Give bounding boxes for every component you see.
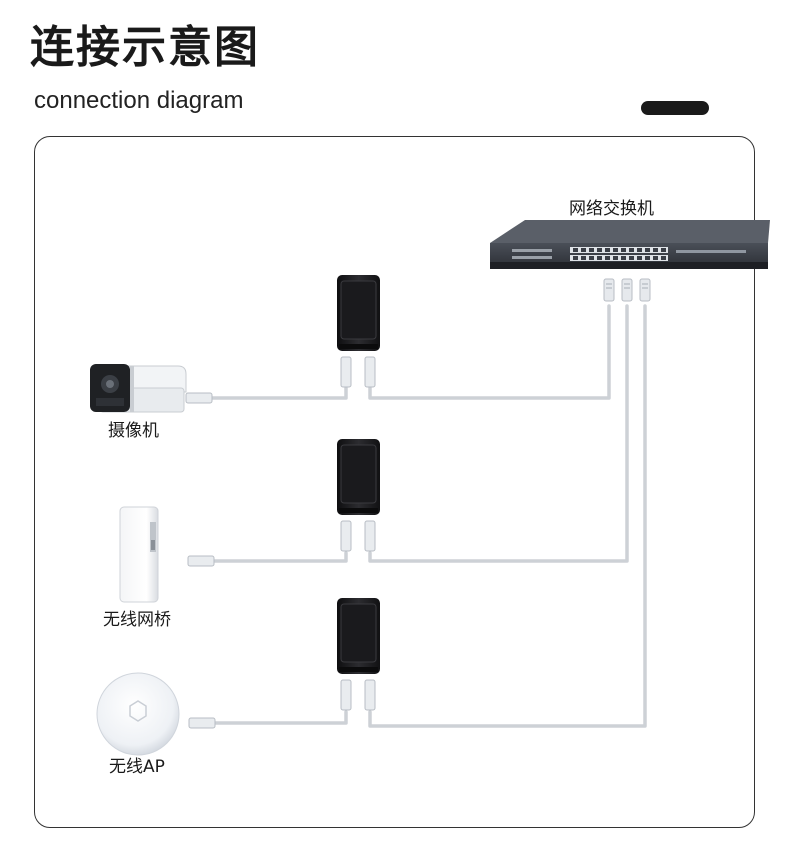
cables	[210, 304, 647, 728]
cable-bridge-injector	[212, 551, 348, 563]
poe-injector-2	[337, 439, 380, 552]
camera-label: 摄像机	[108, 421, 159, 441]
network-switch	[490, 220, 770, 302]
poe-injector-1	[337, 275, 380, 388]
wireless-bridge-icon	[119, 506, 159, 603]
diagram-frame	[34, 136, 755, 828]
device-plugs	[185, 392, 216, 729]
page-title: 连接示意图	[30, 22, 260, 73]
switch-ports	[570, 247, 668, 261]
page-subtitle: connection diagram	[34, 87, 244, 114]
camera-icon	[90, 364, 187, 413]
wireless-ap-icon	[96, 672, 180, 756]
decorative-pill	[641, 101, 709, 115]
cable-injector1-switch	[368, 304, 611, 400]
cable-camera-injector	[210, 386, 348, 400]
switch-plugs	[603, 278, 651, 302]
cable-injector2-switch	[368, 304, 629, 563]
cable-injector3-switch	[368, 304, 647, 728]
cable-ap-injector	[213, 710, 348, 725]
bridge-label: 无线网桥	[103, 610, 171, 630]
poe-injector-3	[337, 598, 380, 711]
switch-label: 网络交换机	[569, 199, 654, 219]
ap-label: 无线AP	[109, 757, 165, 777]
